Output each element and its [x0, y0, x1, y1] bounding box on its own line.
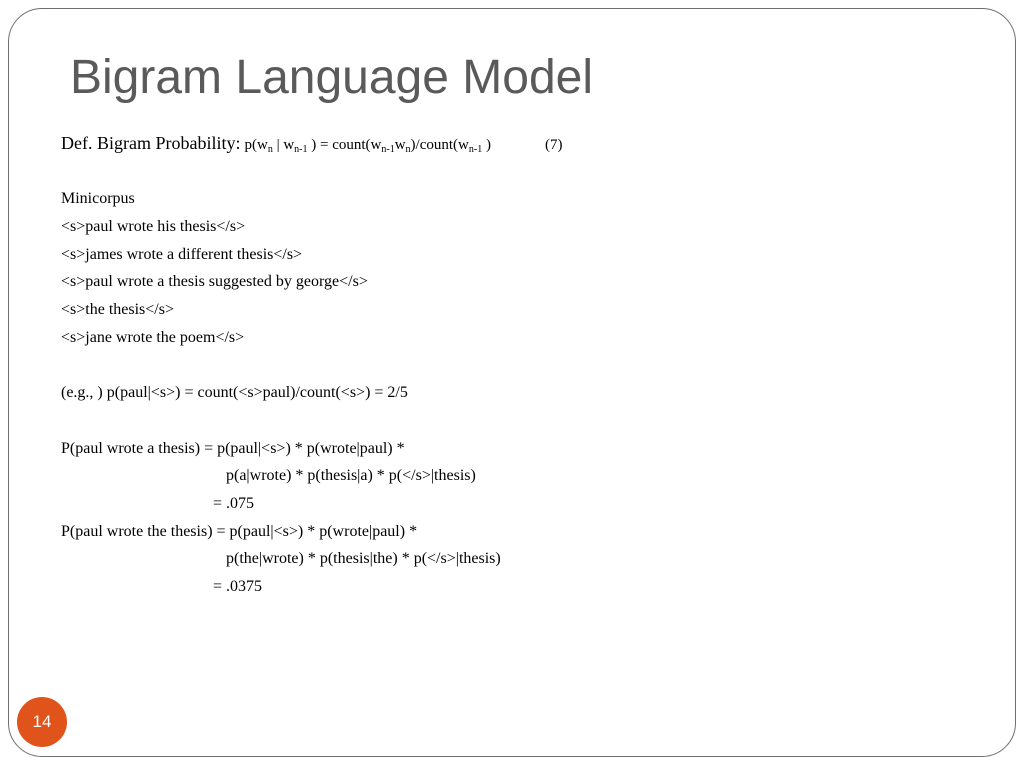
definition-line: Def. Bigram Probability: p(wn | wn-1 ) =… [61, 130, 961, 158]
calc1-line1: P(paul wrote a thesis) = p(paul|<s>) * p… [61, 439, 405, 457]
bigram-formula: p(wn | wn-1 ) = count(wn-1wn)/count(wn-1… [244, 137, 491, 155]
corpus-sentence: <s>paul wrote a thesis suggested by geor… [61, 273, 368, 291]
equation-number: (7) [544, 137, 563, 153]
slide-title: Bigram Language Model [70, 51, 594, 104]
calc1-result: = .075 [213, 494, 255, 512]
formula-part: w [394, 137, 406, 153]
spacer [61, 407, 961, 435]
minicorpus-heading: Minicorpus [61, 190, 135, 208]
slide-content: Def. Bigram Probability: p(wn | wn-1 ) =… [61, 130, 961, 601]
corpus-sentence: <s>james wrote a different thesis</s> [61, 245, 303, 263]
example-line: (e.g., ) p(paul|<s>) = count(<s>paul)/co… [61, 384, 408, 402]
formula-part: | w [272, 137, 295, 153]
formula-subscript: n-1 [294, 144, 308, 155]
formula-subscript: n [405, 144, 411, 155]
definition-label: Def. Bigram Probability: [61, 133, 241, 153]
calc2-line2: p(the|wrote) * p(thesis|the) * p(</s>|th… [226, 550, 501, 568]
page-number-badge: 14 [17, 697, 67, 747]
calc2-line1: P(paul wrote the thesis) = p(paul|<s>) *… [61, 522, 418, 540]
calc1-line2: p(a|wrote) * p(thesis|a) * p(</s>|thesis… [226, 467, 476, 485]
formula-subscript: n-1 [468, 144, 483, 155]
formula-part: ) = count(w [307, 137, 382, 153]
formula-part: p(w [244, 137, 268, 153]
spacer [61, 158, 961, 186]
corpus-sentence: <s>paul wrote his thesis</s> [61, 218, 246, 236]
formula-part: )/count(w [410, 137, 469, 153]
corpus-sentence: <s>jane wrote the poem</s> [61, 328, 245, 346]
calc2-result: = .0375 [213, 578, 263, 595]
spacer [61, 352, 961, 380]
formula-subscript: n-1 [381, 144, 395, 155]
slide-frame [8, 8, 1016, 757]
formula-part: ) [482, 137, 491, 153]
formula-subscript: n [267, 144, 273, 155]
corpus-sentence: <s>the thesis</s> [61, 301, 174, 319]
